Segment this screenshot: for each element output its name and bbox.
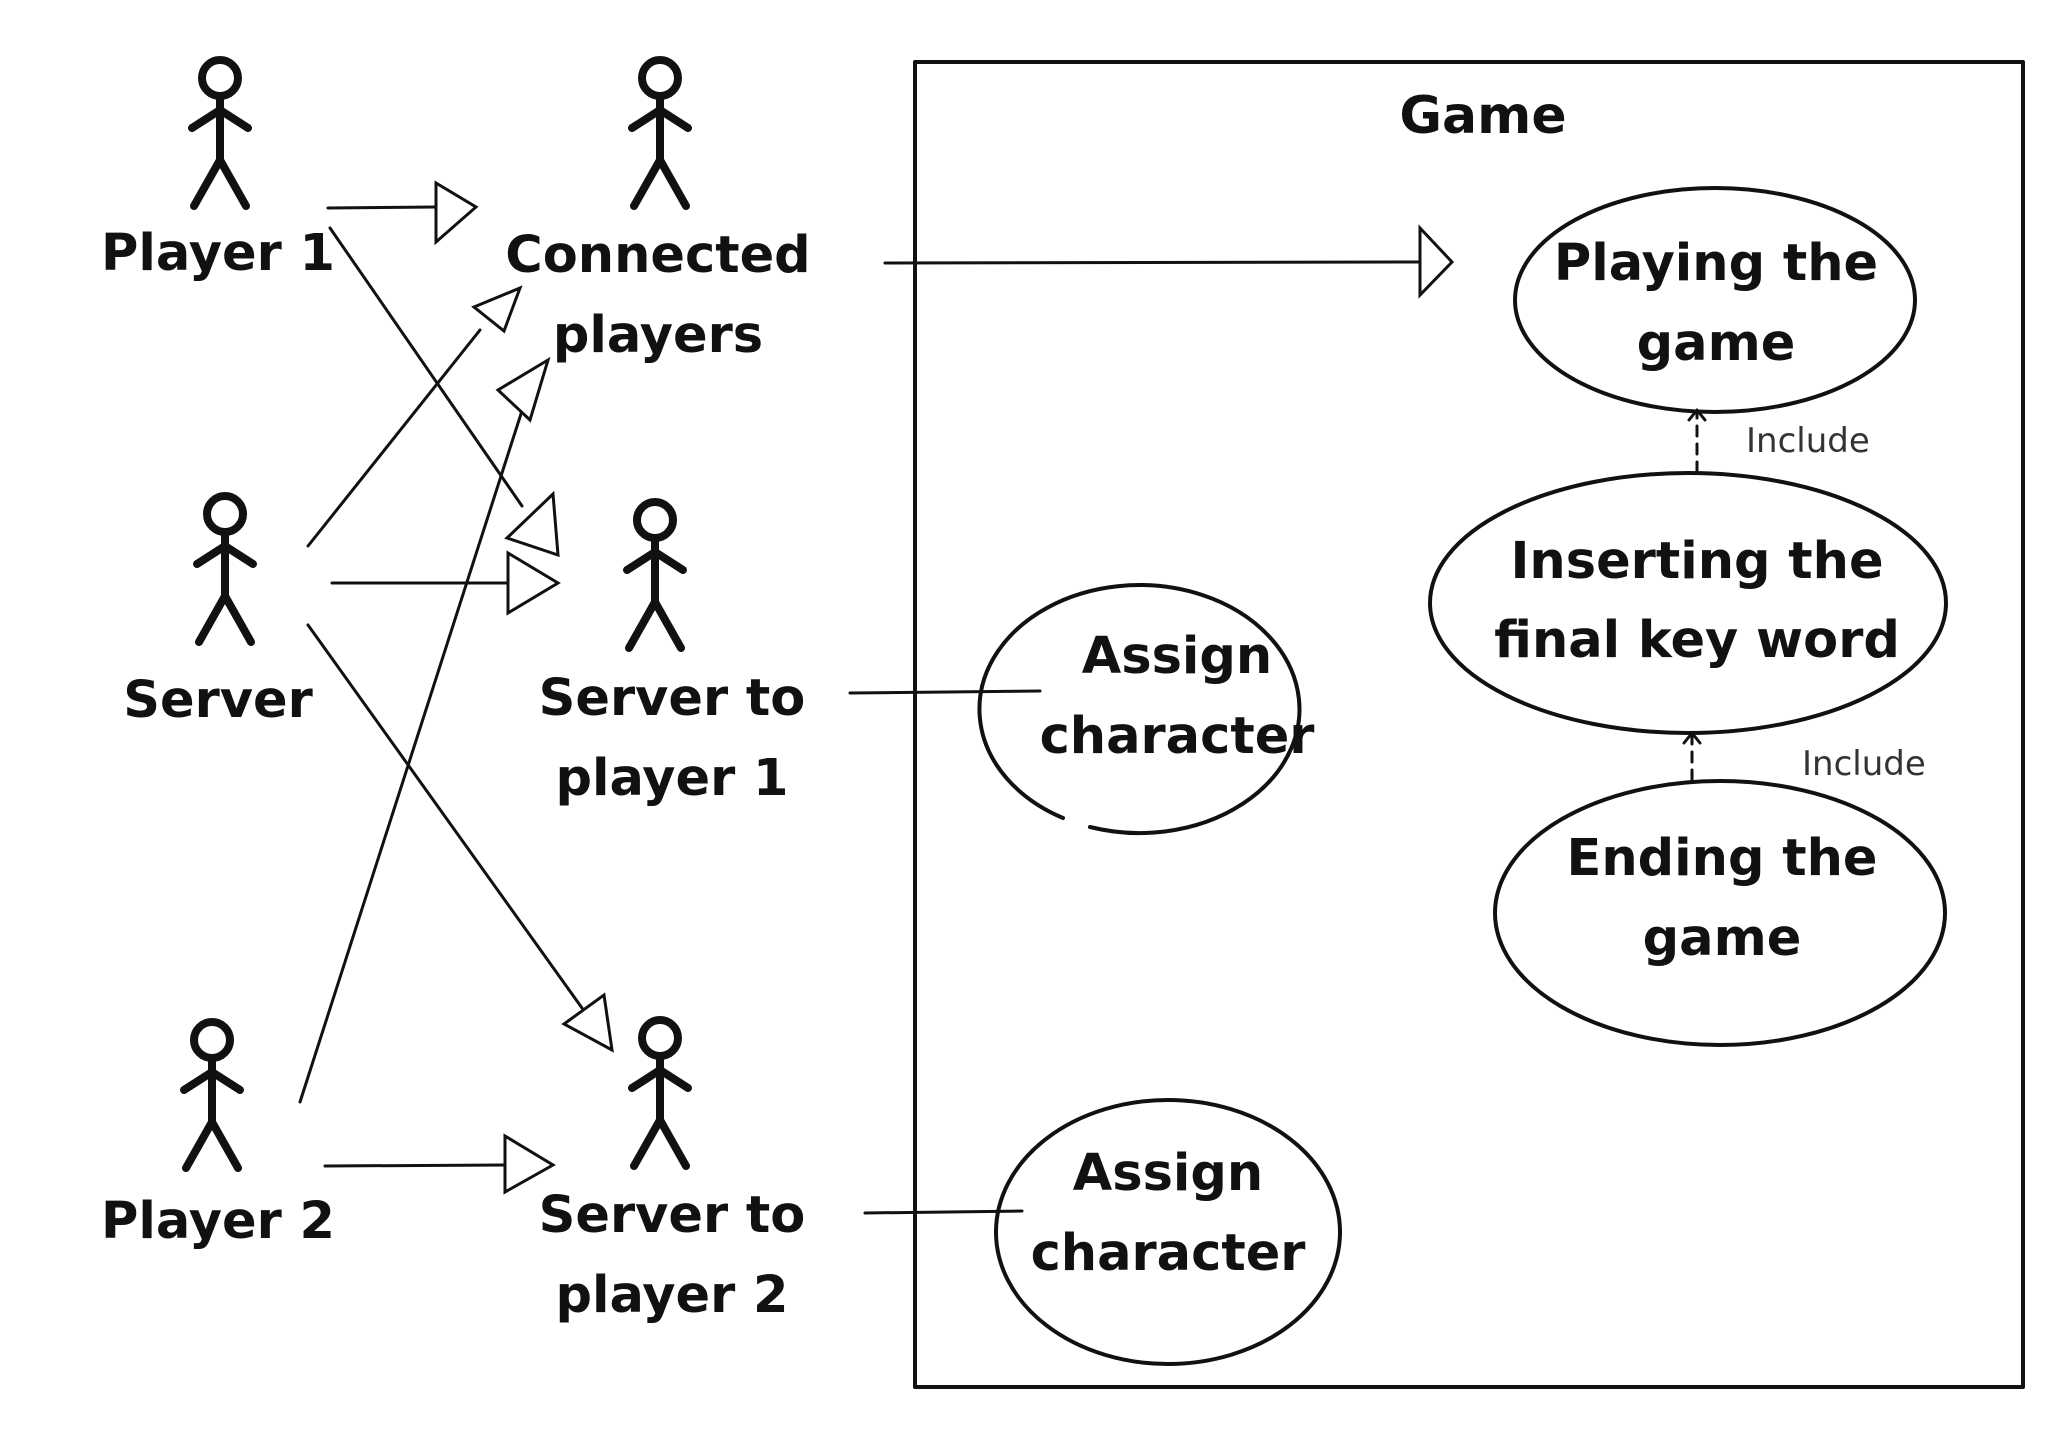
actor-server-to-player-1-icon <box>623 498 687 652</box>
arrow-player1-stp1-head <box>504 490 560 558</box>
arrow-connected-playing <box>883 260 1422 265</box>
use-case-playing-label-1: Playing the <box>1554 234 1878 293</box>
use-case-assign-2-label-2: character <box>1031 1224 1306 1283</box>
use-case-playing-the-game <box>1513 186 1917 414</box>
use-case-inserting-label-1: Inserting the <box>1510 532 1883 591</box>
actor-connected-players-icon <box>628 56 692 210</box>
actor-player-2-label: Player 2 <box>101 1192 335 1251</box>
include-ending-to-inserting-head <box>1682 731 1702 745</box>
arrow-player1-connected <box>326 205 438 210</box>
assoc-stp2-assign <box>863 1209 1024 1215</box>
use-case-assign-1-label-2: character <box>1040 707 1315 766</box>
actor-server-to-player-1-label-2: player 1 <box>555 749 788 808</box>
arrow-server-stp1-head <box>506 550 561 616</box>
actor-server-to-player-2-icon <box>628 1016 692 1170</box>
use-case-assign-2-label-1: Assign <box>1073 1144 1263 1203</box>
actor-player-1-label: Player 1 <box>101 224 335 283</box>
use-case-inserting-label-2: final key word <box>1494 611 1900 670</box>
actor-server-to-player-1-label-1: Server to <box>539 669 806 728</box>
actor-server-label: Server <box>123 671 312 730</box>
assoc-stp1-assign <box>848 689 1042 695</box>
actor-connected-players-label-2: players <box>553 306 763 365</box>
include-label-2: Include <box>1802 744 1926 784</box>
arrow-server-stp2 <box>306 623 584 1010</box>
use-case-assign-character-1 <box>977 583 1302 836</box>
actor-server-icon <box>193 492 257 646</box>
include-inserting-to-playing-head <box>1687 408 1707 422</box>
use-case-inserting-final-key-word <box>1428 471 1948 735</box>
arrow-server-connected <box>306 328 482 548</box>
use-case-ending-label-2: game <box>1643 909 1802 968</box>
actor-server-to-player-2-label-1: Server to <box>539 1186 806 1245</box>
arrow-player2-stp2 <box>323 1163 507 1168</box>
system-boundary <box>913 60 2025 1389</box>
actor-connected-players-label-1: Connected <box>505 226 810 285</box>
arrow-player2-connected-head <box>495 356 551 423</box>
use-case-assign-character-2 <box>994 1098 1342 1366</box>
arrow-player1-connected-head <box>434 180 479 246</box>
use-case-ending-label-1: Ending the <box>1567 829 1878 888</box>
actor-player-2-icon <box>180 1018 244 1172</box>
actor-player-1-icon <box>188 56 252 210</box>
arrow-player2-connected <box>298 390 530 1104</box>
arrow-player2-stp2-head <box>503 1133 556 1195</box>
actor-server-to-player-2-label-2: player 2 <box>555 1266 788 1325</box>
system-title: Game <box>1399 86 1566 146</box>
use-case-ending-the-game <box>1493 779 1947 1047</box>
use-case-playing-label-2: game <box>1637 314 1796 373</box>
arrow-player1-stp1 <box>328 226 524 508</box>
include-label-1: Include <box>1746 421 1870 461</box>
arrow-server-connected-head <box>471 285 523 334</box>
arrow-connected-playing-head <box>1418 224 1455 299</box>
arrow-server-stp2-head <box>561 992 614 1053</box>
use-case-assign-1-label-1: Assign <box>1082 627 1272 686</box>
